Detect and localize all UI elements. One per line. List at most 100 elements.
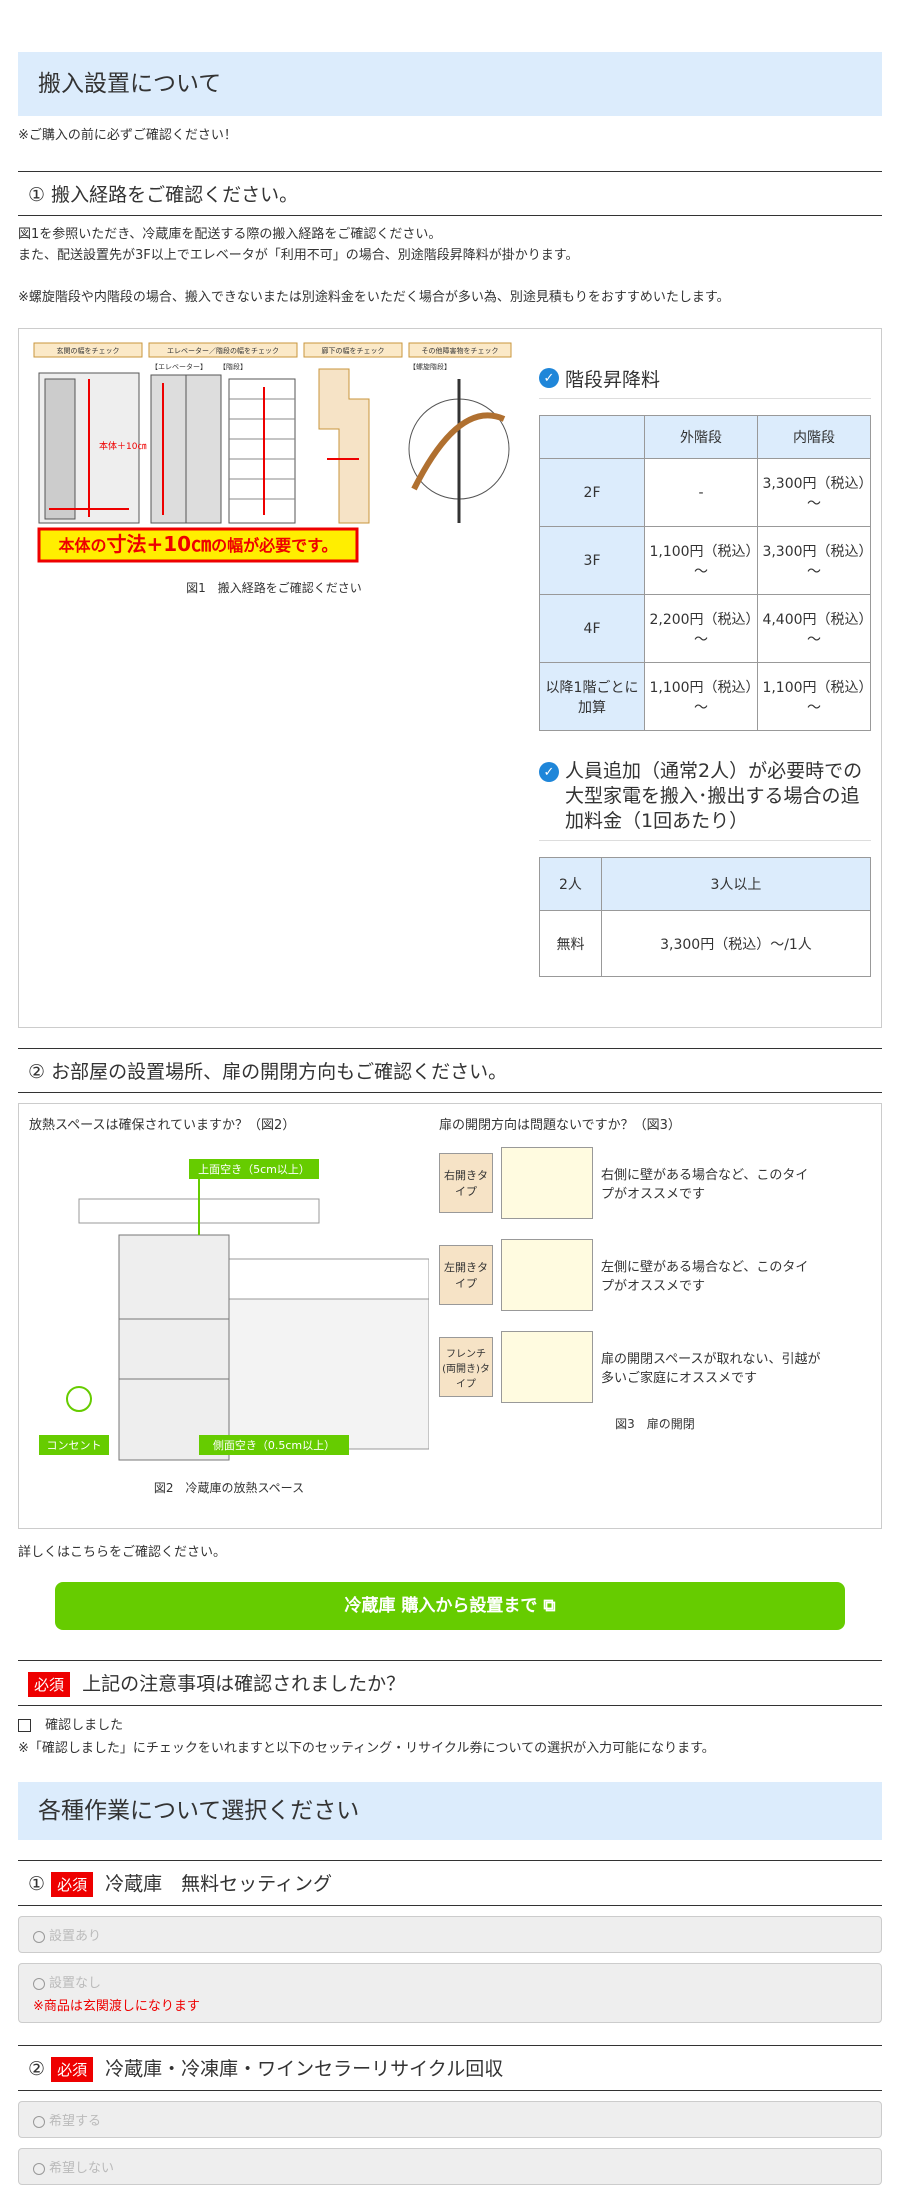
fig1-label: エレベーター／階段の幅をチェック [167, 346, 279, 355]
fig1-label: 玄関の幅をチェック [57, 346, 120, 355]
confirm-check-label: 確認しました [45, 1718, 124, 1733]
door-type-name: フレンチ(両開き)タイプ [439, 1337, 493, 1397]
door-type: 左開きタイプ 左側に壁がある場合など、このタイプがオススメです [439, 1235, 871, 1315]
option-label: 希望しない [49, 2161, 115, 2176]
required-badge: 必須 [28, 1672, 71, 1697]
stairs-cell: 3F [538, 526, 646, 595]
external-link-icon: ⧉ [543, 1596, 556, 1616]
fig2-question: 放熱スペースは確保されていますか？（図2） [29, 1118, 296, 1133]
fig2: 放熱スペースは確保されていますか？（図2） 上面空き（5cm以上） コンセント [29, 1114, 430, 1496]
stairs-header: 内階段 [757, 415, 871, 459]
door-type-name: 左開きタイプ [439, 1245, 493, 1305]
radio-icon [33, 1930, 45, 1943]
stairs-cell: 1,100円（税込）～ [757, 662, 871, 731]
fig1-banner: 本体の寸法+10㎝の幅が必要です。 [58, 532, 337, 556]
stairs-cell: 1,100円（税込）～ [644, 526, 758, 595]
q2-title-text: 冷蔵庫・冷凍庫・ワインセラーリサイクル回収 [105, 2058, 504, 2080]
q1-title: ① 必須 冷蔵庫 無料セッティング [18, 1860, 882, 1906]
route-diagram: 玄関の幅をチェック エレベーター／階段の幅をチェック 廊下の幅をチェック その他… [33, 342, 512, 563]
staff-header: 3人以上 [600, 857, 872, 911]
fig1-label: 廊下の幅をチェック [322, 346, 385, 355]
fig2-caption: 図2 冷蔵庫の放熱スペース [153, 1481, 305, 1495]
install-guide-button[interactable]: 冷蔵庫 購入から設置まで ⧉ [55, 1582, 845, 1630]
fig3: 扉の開閉方向は問題ないですか？（図3） 右開きタイプ 右側に壁がある場合など、こ… [439, 1114, 871, 1496]
confirm-title: 必須 上記の注意事項は確認されましたか？ [18, 1660, 882, 1706]
q1-num: ① [28, 1873, 46, 1895]
fig2-side-label: 側面空き（0.5cm以上） [213, 1438, 335, 1452]
stairs-title: ✓ 階段昇降料 [539, 359, 871, 399]
room-box: 放熱スペースは確保されていますか？（図2） 上面空き（5cm以上） コンセント [18, 1103, 882, 1529]
fig1-caption: 図1 搬入経路をご確認ください [186, 581, 362, 595]
detail-text: 詳しくはこちらをご確認ください。 [18, 1545, 227, 1560]
staff-header: 2人 [539, 857, 602, 911]
stairs-cell: 3,300円（税込）～ [757, 526, 871, 595]
door-illustration [501, 1239, 593, 1311]
staff-title: ✓ 人員追加（通常2人）が必要時での大型家電を搬入･搬出する場合の追加料金（1回… [539, 753, 871, 841]
door-type-desc: 扉の開閉スペースが取れない、引越が多いご家庭にオススメです [601, 1352, 821, 1386]
check-icon: ✓ [539, 368, 559, 388]
fig1-body-label: 本体＋10㎝ [99, 440, 146, 452]
stairs-header: 外階段 [644, 415, 758, 459]
step1-text-line: また、配送設置先が3F以上でエレベータが「利用不可」の場合、別途階段昇降料が掛か… [18, 248, 579, 263]
recycle-yes-option[interactable]: 希望する [18, 2101, 882, 2138]
staff-cell: 無料 [539, 910, 602, 977]
install-guide-label: 冷蔵庫 購入から設置まで [344, 1596, 538, 1616]
staff-table: 2人 3人以上 無料 3,300円（税込）～/1人 [539, 857, 872, 977]
setting-yes-option[interactable]: 設置あり [18, 1916, 882, 1953]
fig1-label: その他障害物をチェック [422, 346, 499, 355]
route-box: 玄関の幅をチェック エレベーター／階段の幅をチェック 廊下の幅をチェック その他… [18, 328, 882, 1028]
page: 搬入設置について ※ご購入の前に必ずご確認ください！ ① 搬入経路をご確認くださ… [18, 0, 882, 2185]
q2-num: ② [28, 2058, 46, 2080]
fig1: 玄関の幅をチェック エレベーター／階段の幅をチェック 廊下の幅をチェック その他… [29, 339, 519, 977]
door-illustration [501, 1147, 593, 1219]
radio-icon [33, 2115, 45, 2128]
section2-title: 各種作業について選択ください [18, 1782, 882, 1840]
stairs-cell: 以降1階ごとに加算 [538, 662, 646, 731]
option-label: 設置あり [49, 1929, 102, 1944]
recycle-no-option[interactable]: 希望しない [18, 2148, 882, 2185]
staff-cell: 3,300円（税込）～/1人 [600, 910, 872, 977]
confirm-note: ※「確認しました」にチェックをいれますと以下のセッティング・リサイクル券について… [18, 1741, 715, 1756]
confirm-title-text: 上記の注意事項は確認されましたか？ [82, 1673, 406, 1695]
setting-no-option[interactable]: 設置なし ※商品は玄関渡しになります [18, 1963, 882, 2023]
stairs-cell: - [644, 458, 758, 527]
door-type-name: 右開きタイプ [439, 1153, 493, 1213]
fig2-top-label: 上面空き（5cm以上） [198, 1162, 310, 1176]
fig3-question: 扉の開閉方向は問題ないですか？（図3） [439, 1118, 681, 1133]
stairs-cell: 2F [538, 458, 646, 527]
door-type: フレンチ(両開き)タイプ 扉の開閉スペースが取れない、引越が多いご家庭にオススメ… [439, 1327, 871, 1407]
option-label: 希望する [49, 2114, 102, 2129]
fridge-diagram: 上面空き（5cm以上） コンセント 側面空き（0.5cm以上） [39, 1159, 430, 1461]
checkbox[interactable] [18, 1719, 31, 1732]
q2-title: ② 必須 冷蔵庫・冷凍庫・ワインセラーリサイクル回収 [18, 2045, 882, 2091]
fig3-caption: 図3 扉の開閉 [615, 1417, 695, 1431]
required-badge: 必須 [51, 2057, 94, 2082]
stairs-cell: 4,400円（税込）～ [757, 594, 871, 663]
stairs-cell: 1,100円（税込）～ [644, 662, 758, 731]
stairs-title-text: 階段昇降料 [565, 369, 661, 391]
required-badge: 必須 [51, 1872, 94, 1897]
step1-text-line: ※螺旋階段や内階段の場合、搬入できないまたは別途料金をいただく場合が多い為、別途… [18, 290, 730, 305]
fig2-outlet-label: コンセント [47, 1439, 102, 1452]
door-type: 右開きタイプ 右側に壁がある場合など、このタイプがオススメです [439, 1143, 871, 1223]
stairs-cell: 2,200円（税込）～ [644, 594, 758, 663]
radio-icon [33, 1977, 45, 1990]
stairs-cell: 3,300円（税込）～ [757, 458, 871, 527]
option-warning: ※商品は玄関渡しになります [33, 1999, 200, 2014]
step1-title: ① 搬入経路をご確認ください。 [18, 171, 882, 216]
purchase-note: ※ご購入の前に必ずご確認ください！ [18, 128, 237, 143]
check-icon: ✓ [539, 762, 559, 782]
confirm-check[interactable]: 確認しました [18, 1714, 882, 1733]
step1-text: 図1を参照いただき、冷蔵庫を配送する際の搬入経路をご確認ください。 また、配送設… [18, 224, 882, 308]
radio-icon [33, 2162, 45, 2175]
door-type-desc: 左側に壁がある場合など、このタイプがオススメです [601, 1260, 809, 1294]
fig1-sublabel: 【螺旋階段】 [409, 362, 451, 371]
q1-title-text: 冷蔵庫 無料セッティング [105, 1873, 333, 1895]
step2-title: ② お部屋の設置場所、扉の開閉方向もご確認ください。 [18, 1048, 882, 1093]
step1-text-line: 図1を参照いただき、冷蔵庫を配送する際の搬入経路をご確認ください。 [18, 227, 442, 242]
stairs-cell: 4F [538, 594, 646, 663]
door-type-desc: 右側に壁がある場合など、このタイプがオススメです [601, 1168, 809, 1202]
door-illustration [501, 1331, 593, 1403]
